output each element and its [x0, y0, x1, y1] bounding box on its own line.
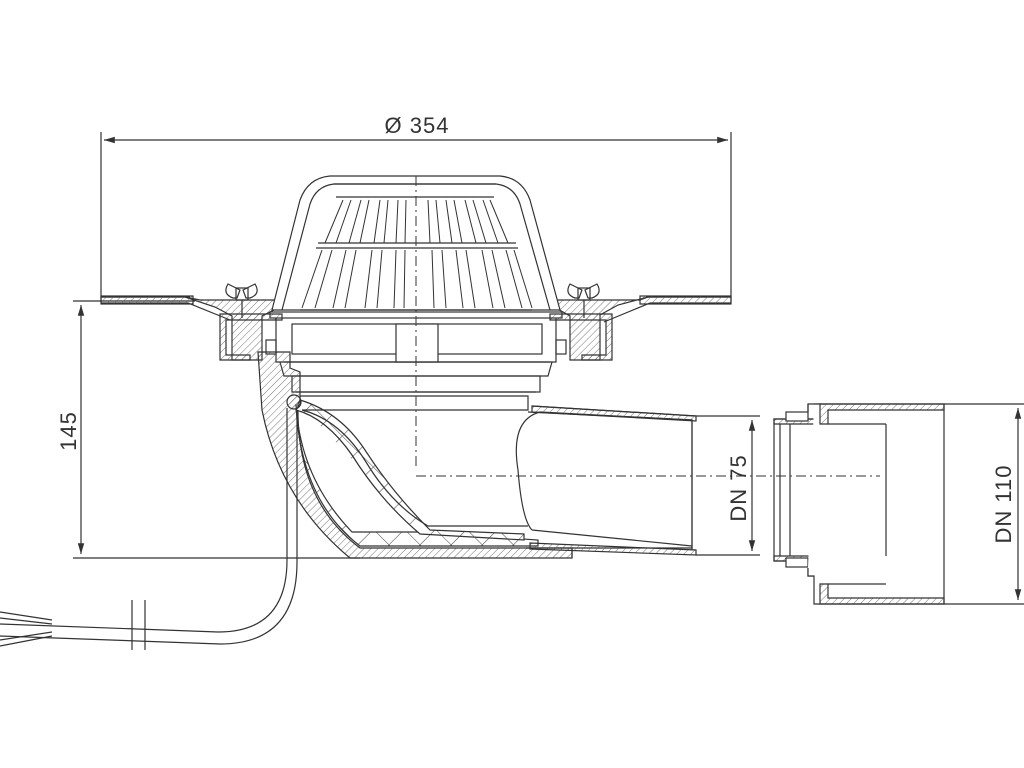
roof-membrane: [100, 295, 732, 361]
outlet-pipe-dn75: DN 75: [515, 405, 760, 558]
dn75-label: DN 75: [726, 454, 751, 521]
wing-nut-left-icon: [225, 283, 258, 318]
height-label: 145: [56, 411, 81, 451]
pipe-adapter-dn110: DN 110: [773, 403, 1024, 605]
heating-cable: [0, 408, 298, 650]
drain-body-insulated: [257, 351, 573, 559]
dn110-label: DN 110: [991, 465, 1016, 544]
center-lines: [415, 176, 880, 477]
dimension-height: 145: [56, 300, 360, 559]
diameter-label: Ø 354: [385, 113, 450, 138]
wing-nut-right-icon: [567, 283, 600, 318]
dimension-diameter: Ø 354: [100, 113, 732, 302]
